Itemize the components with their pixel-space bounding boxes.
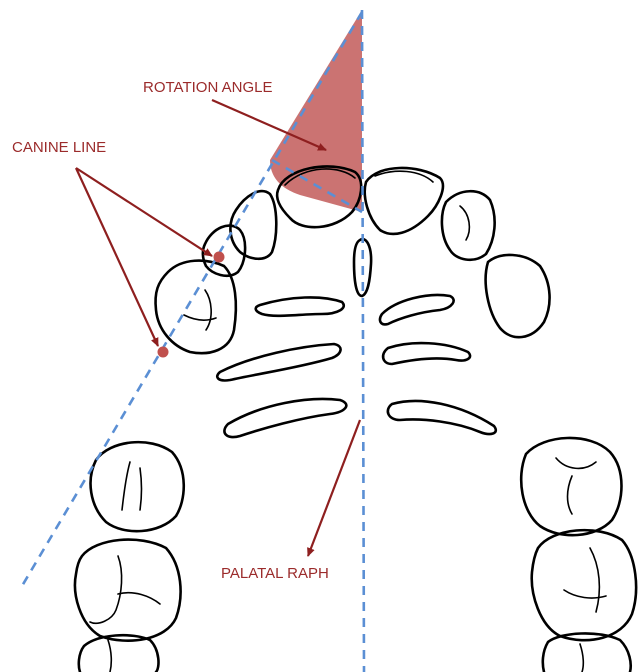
molar-left-1 [91,442,184,531]
canine-point-upper [214,252,225,263]
palatal-raphe-line [362,10,364,672]
molar-right-1 [521,438,621,535]
palatal-ruga-left-1 [256,297,344,315]
central-incisor-right [365,168,443,234]
palatal-raph-label: PALATAL RAPH [221,565,329,582]
canine-point-lower [158,347,169,358]
molar-left-2 [75,540,181,641]
palatal-ruga-left-3 [224,399,346,437]
canine-line [22,12,362,586]
palatal-ruga-right-3 [388,401,496,434]
palatal-raph-arrow [308,420,360,556]
molar-right-2 [532,530,636,640]
lateral-incisor-right [442,191,495,260]
palatal-ruga-right-1 [380,295,454,324]
canine-right [486,255,550,337]
palatal-ruga-left-2 [217,344,340,380]
palatal-ruga-right-2 [383,343,470,364]
canine-line-label: CANINE LINE [12,139,106,156]
rotation-angle-label: ROTATION ANGLE [143,79,272,96]
